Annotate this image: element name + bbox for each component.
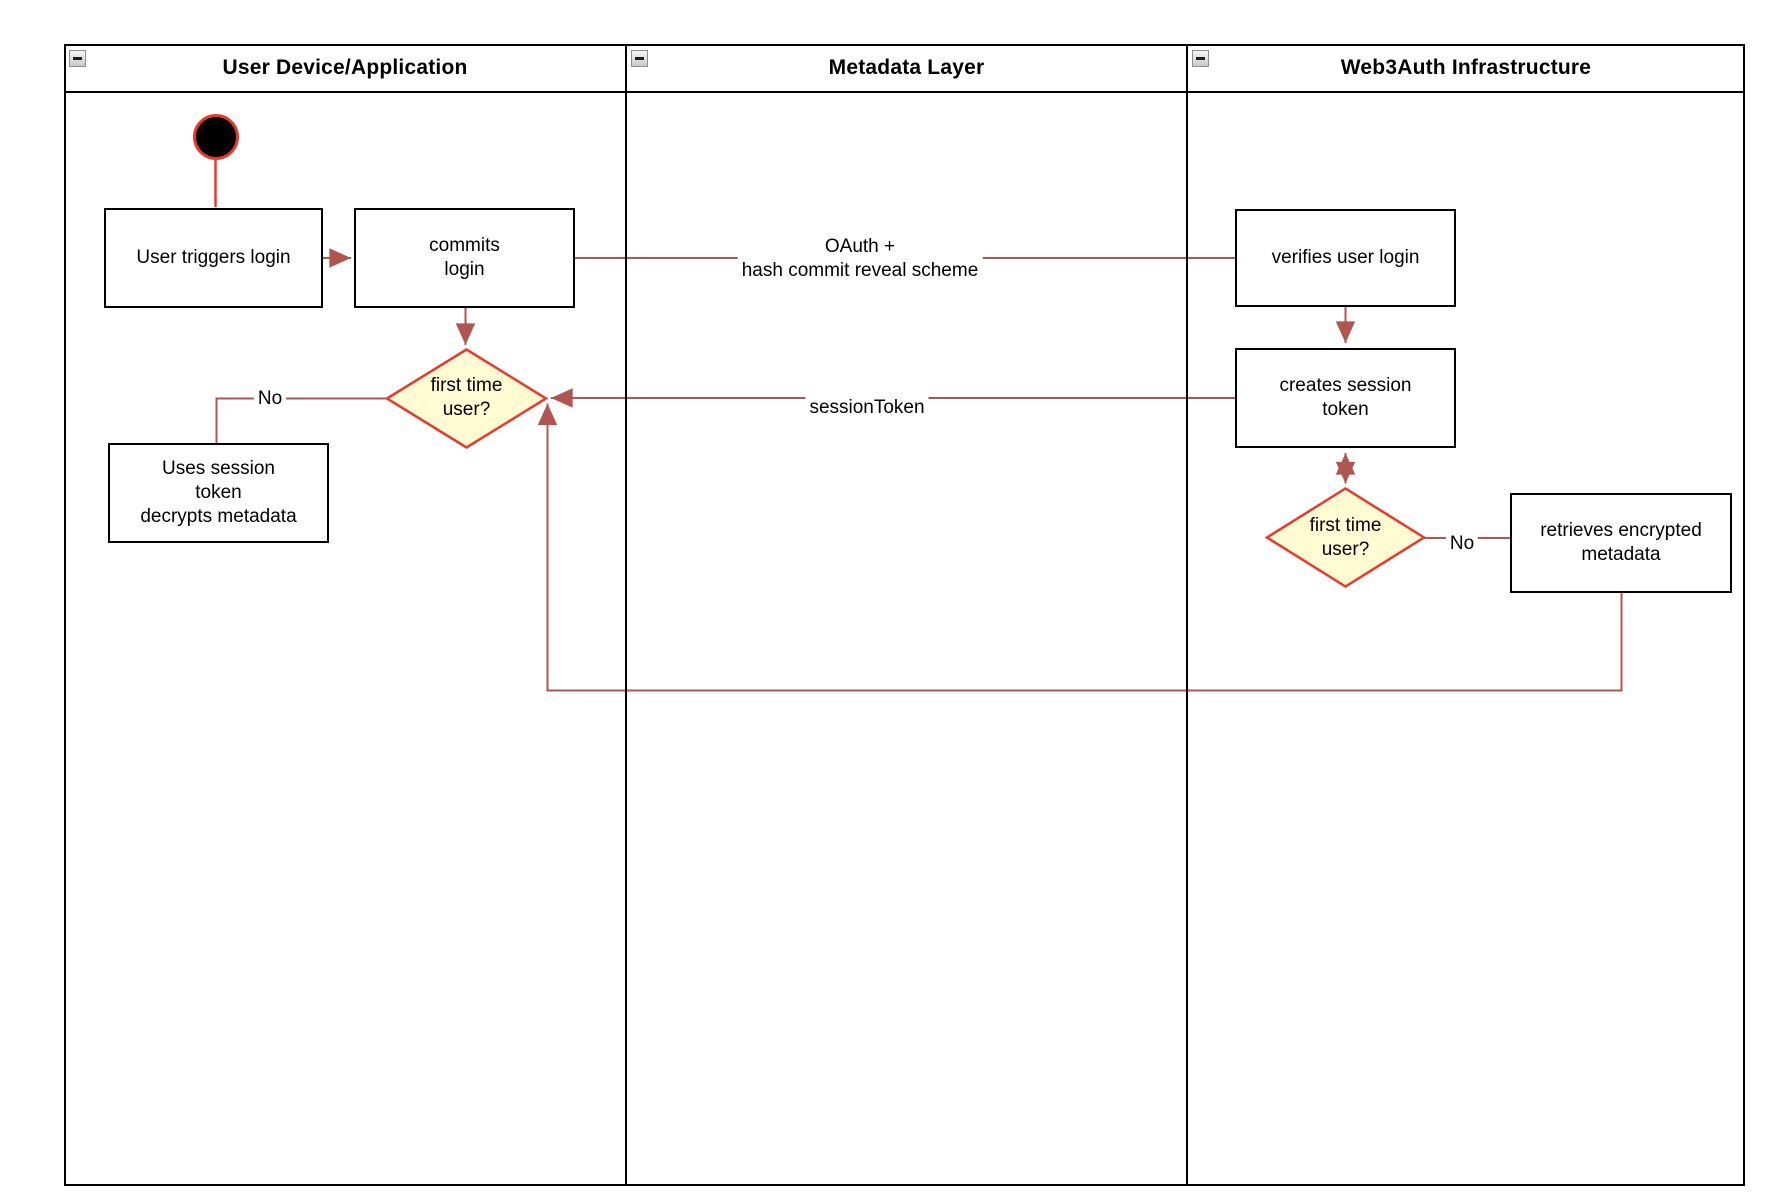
edge-label-no-2: No (1445, 532, 1479, 556)
edge-label-no-1: No (253, 387, 287, 411)
collapse-icon[interactable] (69, 50, 86, 67)
box-retrieves-encrypted-metadata: retrieves encrypted metadata (1510, 493, 1732, 593)
box-creates-session-token: creates session token (1235, 348, 1456, 448)
box-uses-session-token: Uses session token decrypts metadata (108, 443, 329, 543)
collapse-icon[interactable] (631, 50, 648, 67)
minus-icon (73, 57, 82, 60)
initial-node (193, 114, 239, 160)
minus-icon (1196, 57, 1205, 60)
collapse-icon[interactable] (1192, 50, 1209, 67)
box-user-triggers-login: User triggers login (104, 208, 323, 308)
lane-title-web3auth-infrastructure: Web3Auth Infrastructure (1340, 56, 1592, 79)
lane-title-user-device: User Device/Application (222, 56, 468, 79)
box-commits-login: commits login (354, 208, 575, 308)
edge-label-sessiontoken: sessionToken (805, 396, 929, 420)
lane-header-separator (64, 91, 1745, 93)
lane-title-metadata-layer: Metadata Layer (828, 56, 985, 79)
box-verifies-user-login: verifies user login (1235, 209, 1456, 307)
edge-label-oauth: OAuth + hash commit reveal scheme (737, 235, 983, 283)
minus-icon (635, 57, 644, 60)
